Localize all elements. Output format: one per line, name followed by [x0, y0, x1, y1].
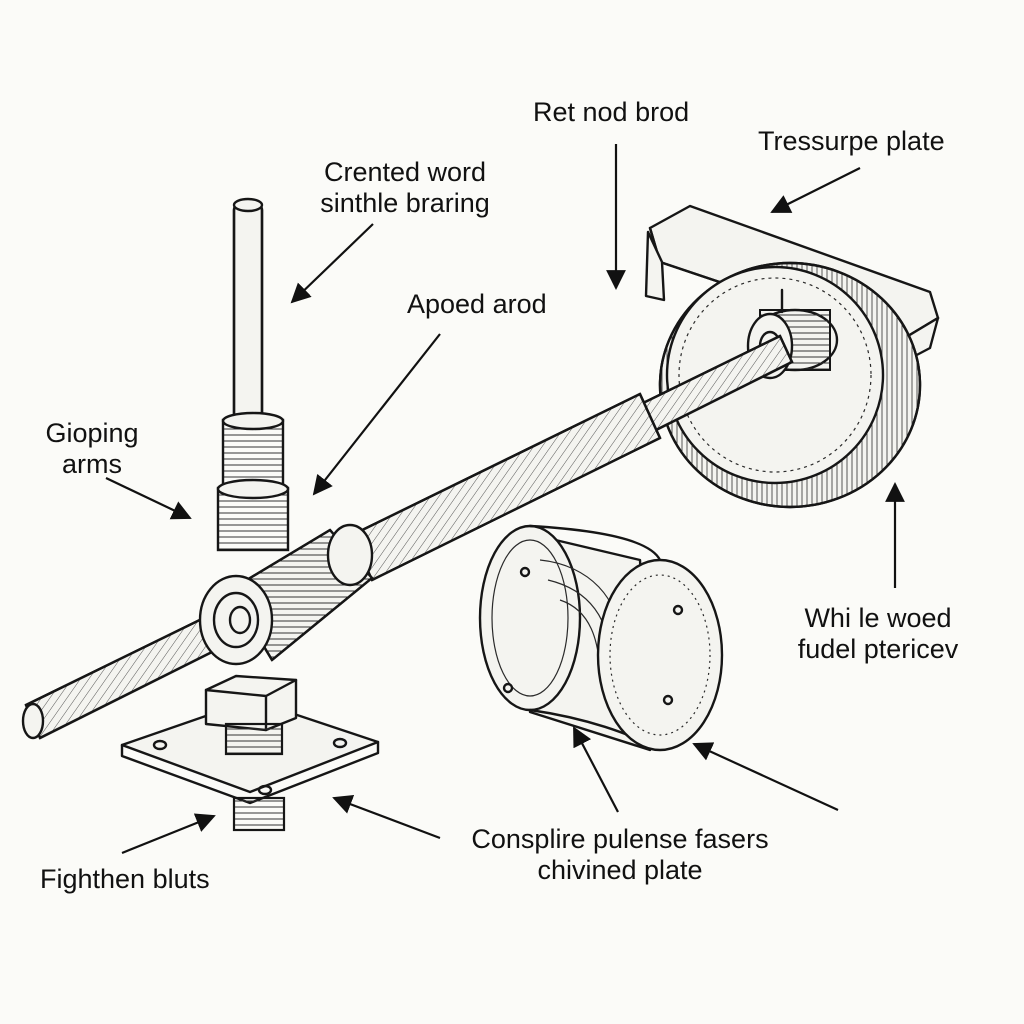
label-ret-rod: Ret nod brod [533, 97, 690, 127]
label-centered-bearing-line1: Crented word [323, 157, 487, 187]
label-tighten-bolts: Fighthen bluts [40, 864, 210, 894]
coupler-cylinder [478, 524, 724, 752]
label-aposed-rod: Apoed arod [407, 289, 547, 319]
label-centered-bearing-line2: sinthle braring [320, 188, 490, 218]
label-centered-bearing: Crented word sinthle braring [300, 157, 510, 219]
label-couplers-line2: chivined plate [537, 855, 703, 885]
label-wheel-piece-line1: Whi le woed [804, 603, 952, 633]
label-gripping-arms-line2: arms [62, 449, 122, 479]
pressure-plate [644, 204, 940, 509]
label-gripping-arms: Gioping arms [36, 418, 148, 480]
label-gripping-arms-line1: Gioping [45, 418, 139, 448]
label-wheel-piece-line2: fudel ptericev [797, 634, 959, 664]
leader-arrows [105, 144, 905, 855]
label-couplers: Consplire pulense fasers chivined plate [450, 824, 790, 886]
label-pressure-plate: Tressurpe plate [758, 126, 945, 156]
threaded-rod [21, 334, 794, 740]
label-couplers-line1: Consplire pulense fasers [471, 824, 769, 854]
base-plate [120, 674, 380, 832]
vertical-post [216, 197, 290, 552]
label-wheel-piece: Whi le woed fudel ptericev [778, 603, 978, 665]
